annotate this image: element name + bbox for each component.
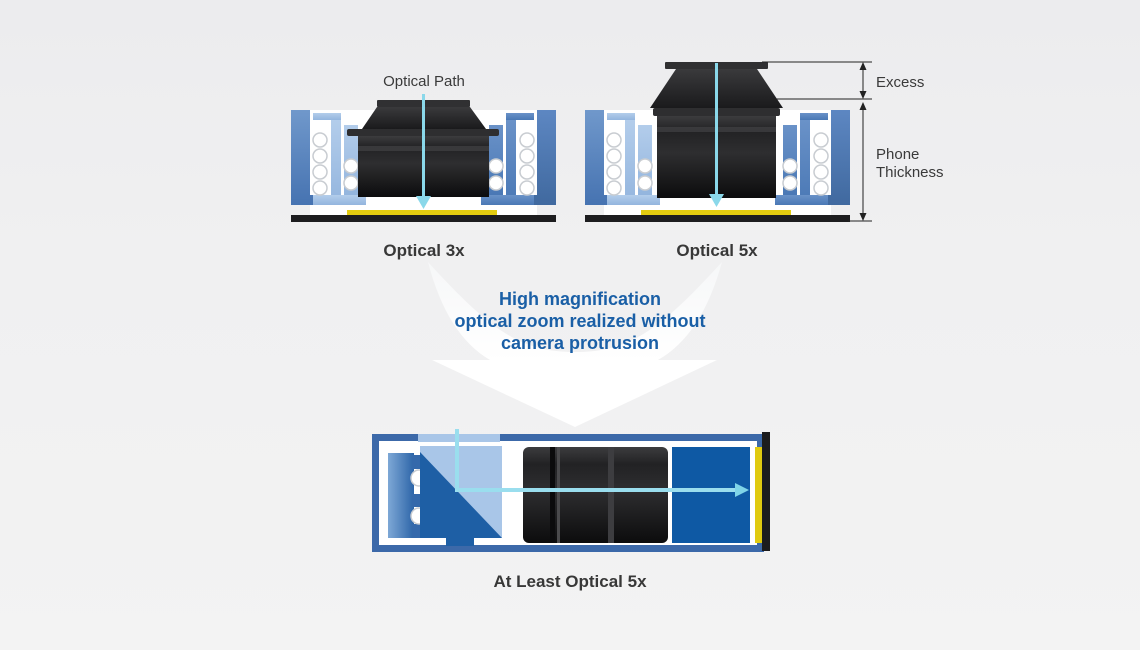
sensor-strip-yellow [755, 447, 762, 543]
end-cap [762, 432, 770, 551]
camera-module-3x [290, 94, 557, 223]
periscope-module [372, 429, 770, 552]
caption-optical-5x: Optical 5x [676, 241, 758, 260]
phone-thickness-label: Phone Thickness [876, 146, 944, 181]
optical-path-arrow-3x [416, 94, 431, 209]
optical-path-arrow-5x [709, 63, 724, 207]
caption-at-least-optical-5x: At Least Optical 5x [493, 572, 647, 591]
transition-arrow [428, 262, 722, 427]
headline-text: High magnification optical zoom realized… [454, 289, 706, 353]
prism [420, 446, 502, 546]
optical-path-label: Optical Path [383, 73, 465, 90]
excess-label: Excess [876, 74, 925, 91]
caption-optical-3x: Optical 3x [383, 241, 465, 260]
dimension-arrowheads [859, 62, 867, 221]
dimension-lines [762, 61, 872, 222]
light-path-arrow [455, 429, 749, 497]
prism-actuator [388, 453, 428, 538]
camera-module-5x [584, 61, 872, 223]
lens-barrel [523, 447, 668, 543]
